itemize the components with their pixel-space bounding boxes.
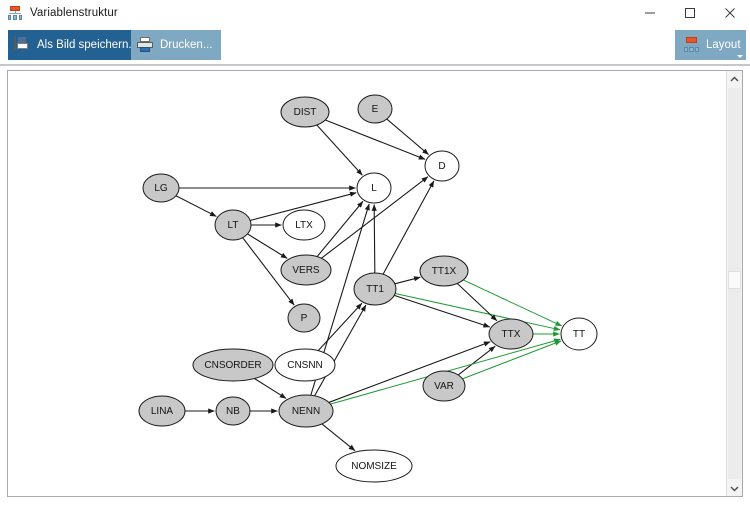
graph-node[interactable]: LG [142, 173, 180, 203]
minimize-icon[interactable] [630, 0, 670, 26]
graph-edge [316, 200, 364, 257]
graph-edge [462, 340, 562, 380]
graph-node[interactable]: LINA [138, 395, 186, 427]
layout-label: Layout [706, 39, 741, 51]
graph-edge [317, 302, 363, 352]
title-bar: Variablenstruktur [0, 0, 750, 26]
window-controls [630, 0, 750, 26]
graph-node[interactable]: NB [215, 396, 251, 426]
vertical-scrollbar[interactable] [726, 71, 742, 496]
graph-edge [456, 283, 498, 322]
graph-edge [254, 378, 287, 399]
close-icon[interactable] [710, 0, 750, 26]
graph-node[interactable]: CNSORDER [192, 348, 274, 382]
graph-node[interactable]: P [287, 303, 321, 333]
graph-node[interactable]: DIST [280, 96, 330, 128]
graph-edge [371, 204, 377, 274]
graph-node[interactable]: TT1 [353, 272, 397, 306]
graph-edge [175, 195, 217, 217]
graph-edge [316, 124, 363, 176]
save-as-image-label: Als Bild speichern... [37, 39, 138, 51]
floppy-disk-icon [14, 35, 31, 54]
graph-edge [247, 233, 288, 259]
graph-node[interactable]: NOMSIZE [335, 449, 413, 483]
graph-node[interactable]: L [356, 172, 392, 204]
graph-node[interactable]: TT1X [419, 255, 469, 287]
graph-edge [242, 237, 295, 306]
graph-edge [325, 119, 426, 160]
graph-edge [382, 180, 435, 275]
graph-edge [395, 292, 561, 332]
graph-node[interactable]: VAR [422, 370, 466, 402]
print-label: Drucken... [160, 39, 213, 51]
chevron-down-icon[interactable] [727, 480, 742, 496]
print-button[interactable]: Drucken... [131, 30, 222, 60]
hierarchy-icon [683, 37, 700, 54]
chevron-down-icon[interactable] [737, 55, 743, 58]
graph-edge [328, 341, 491, 403]
graph-node[interactable]: E [357, 94, 393, 124]
scrollbar-thumb[interactable] [728, 271, 741, 289]
printer-icon [137, 36, 154, 54]
graph-node[interactable]: LT [214, 209, 252, 241]
graph-edge [314, 304, 367, 397]
layout-button[interactable]: Layout [675, 30, 746, 60]
hierarchy-icon [7, 5, 23, 21]
graph-edge [457, 345, 496, 376]
graph-edge [394, 276, 421, 285]
graph-edge [386, 118, 429, 156]
chevron-up-icon[interactable] [727, 71, 742, 87]
graph-edge [463, 279, 562, 327]
maximize-icon[interactable] [670, 0, 710, 26]
graph-edge [250, 191, 357, 222]
graph-node[interactable]: VERS [280, 254, 332, 286]
graph-edge [394, 294, 491, 328]
graph-edge [321, 423, 356, 452]
graph-node[interactable]: TTX [488, 318, 534, 350]
graph-node[interactable]: LTX [282, 209, 326, 241]
graph-node[interactable]: CNSNN [274, 348, 336, 382]
save-as-image-button[interactable]: Als Bild speichern... [8, 30, 147, 60]
graph-node[interactable]: TT [560, 317, 598, 351]
window-title: Variablenstruktur [30, 7, 118, 19]
graph-node[interactable]: NENN [278, 394, 334, 428]
toolbar: Als Bild speichern... Drucken... Layout [0, 26, 750, 66]
graph-node[interactable]: D [424, 150, 460, 182]
